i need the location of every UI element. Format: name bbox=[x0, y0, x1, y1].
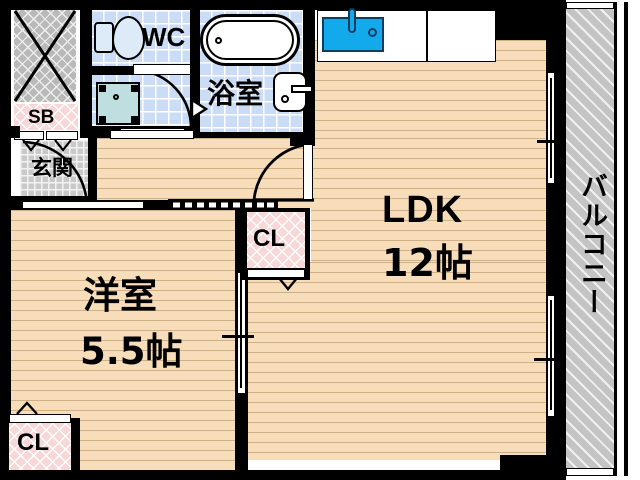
wc-label: WC bbox=[142, 22, 186, 52]
balcony-rail-right bbox=[614, 2, 617, 476]
washroom-door-header bbox=[133, 64, 195, 75]
ldk-door-jamb-top bbox=[290, 138, 315, 146]
closet-bottom-door[interactable] bbox=[9, 414, 71, 423]
washbasin-corner-tl bbox=[99, 85, 106, 92]
balcony-outer-frame bbox=[556, 0, 566, 480]
closet-center-area bbox=[247, 212, 305, 268]
wall-wet-left bbox=[80, 0, 92, 132]
shoebox-door-right[interactable] bbox=[46, 131, 78, 140]
wall-washroom-bath bbox=[190, 0, 200, 132]
shoebox-door-arrow-left bbox=[22, 139, 40, 152]
exterior-wall-left bbox=[0, 0, 11, 480]
balcony-door-marker-lower bbox=[534, 358, 566, 361]
washroom-door-arc[interactable] bbox=[133, 68, 195, 134]
balcony-rail-bottom bbox=[566, 468, 614, 476]
yoshitsu-size-label: 5.5帖 bbox=[80, 330, 183, 373]
bathtub-drain-icon bbox=[215, 37, 222, 44]
closet-bottom-label: CL bbox=[17, 429, 49, 456]
shoebox-door-arrow-right bbox=[54, 139, 72, 152]
toilet-tank-icon bbox=[94, 22, 114, 53]
room-ldk-floor-lower-extend bbox=[235, 262, 546, 460]
corridor-window-plate bbox=[110, 130, 194, 139]
exterior-wall-top bbox=[0, 0, 556, 10]
washbasin-drain-icon bbox=[113, 94, 119, 100]
vanity-faucet-icon bbox=[291, 85, 313, 93]
balcony-door-track-upper bbox=[550, 78, 552, 178]
entrance-door-arc[interactable] bbox=[20, 140, 92, 198]
balcony-rail-top bbox=[566, 2, 614, 9]
balcony-door-marker-upper bbox=[537, 140, 565, 143]
kitchen-drain-icon bbox=[368, 28, 377, 37]
room-ldk-corridor bbox=[97, 138, 546, 208]
kitchen-faucet-icon bbox=[348, 8, 356, 33]
ldk-door-panel[interactable] bbox=[303, 144, 313, 200]
room-yoshitsu-floor bbox=[11, 210, 235, 470]
balcony-outer-edge bbox=[624, 2, 628, 476]
shoebox-label: SB bbox=[28, 107, 55, 128]
wall-ldk-top-right bbox=[496, 10, 546, 40]
pipe-shaft-cross-icon bbox=[13, 10, 77, 102]
ldk-label: LDK bbox=[382, 189, 464, 231]
balcony-area bbox=[566, 8, 614, 472]
balcony-door-track-lower bbox=[550, 300, 552, 410]
kitchen-cabinet bbox=[427, 10, 496, 62]
washbasin-corner-bl bbox=[99, 116, 106, 123]
closet-bottom-area bbox=[9, 423, 71, 470]
bath-label: 浴室 bbox=[207, 77, 264, 110]
corridor-sliding-panel[interactable] bbox=[22, 201, 144, 209]
yoshitsu-label: 洋室 bbox=[83, 274, 157, 317]
closet-bottom-door-arrow bbox=[16, 401, 38, 415]
closet-center-door-arrow bbox=[278, 277, 298, 291]
genkan-label: 玄関 bbox=[31, 156, 73, 180]
exterior-wall-bottom bbox=[0, 470, 556, 480]
vanity-drain-icon bbox=[281, 95, 289, 103]
yoshitsu-sliding-door-marker bbox=[222, 335, 254, 338]
toilet-bowl-icon bbox=[112, 16, 145, 60]
wall-genkan-right bbox=[88, 138, 97, 208]
wall-corridor-top-left-stub bbox=[0, 126, 20, 138]
wall-ldk-balcony bbox=[546, 10, 556, 470]
shoebox-area bbox=[14, 104, 78, 130]
washbasin-corner-br bbox=[131, 116, 138, 123]
balcony-label: バルコニー bbox=[576, 172, 607, 317]
closet-center-label: CL bbox=[253, 225, 285, 252]
washbasin-corner-tr bbox=[131, 85, 138, 92]
closet-center-door[interactable] bbox=[247, 269, 305, 278]
bath-door-marker[interactable] bbox=[190, 97, 209, 121]
ldk-bottom-notch bbox=[500, 455, 556, 480]
wall-kitchen-left bbox=[303, 0, 315, 142]
ldk-size-label: 12帖 bbox=[382, 241, 473, 285]
yoshitsu-sliding-door-track bbox=[240, 278, 242, 388]
